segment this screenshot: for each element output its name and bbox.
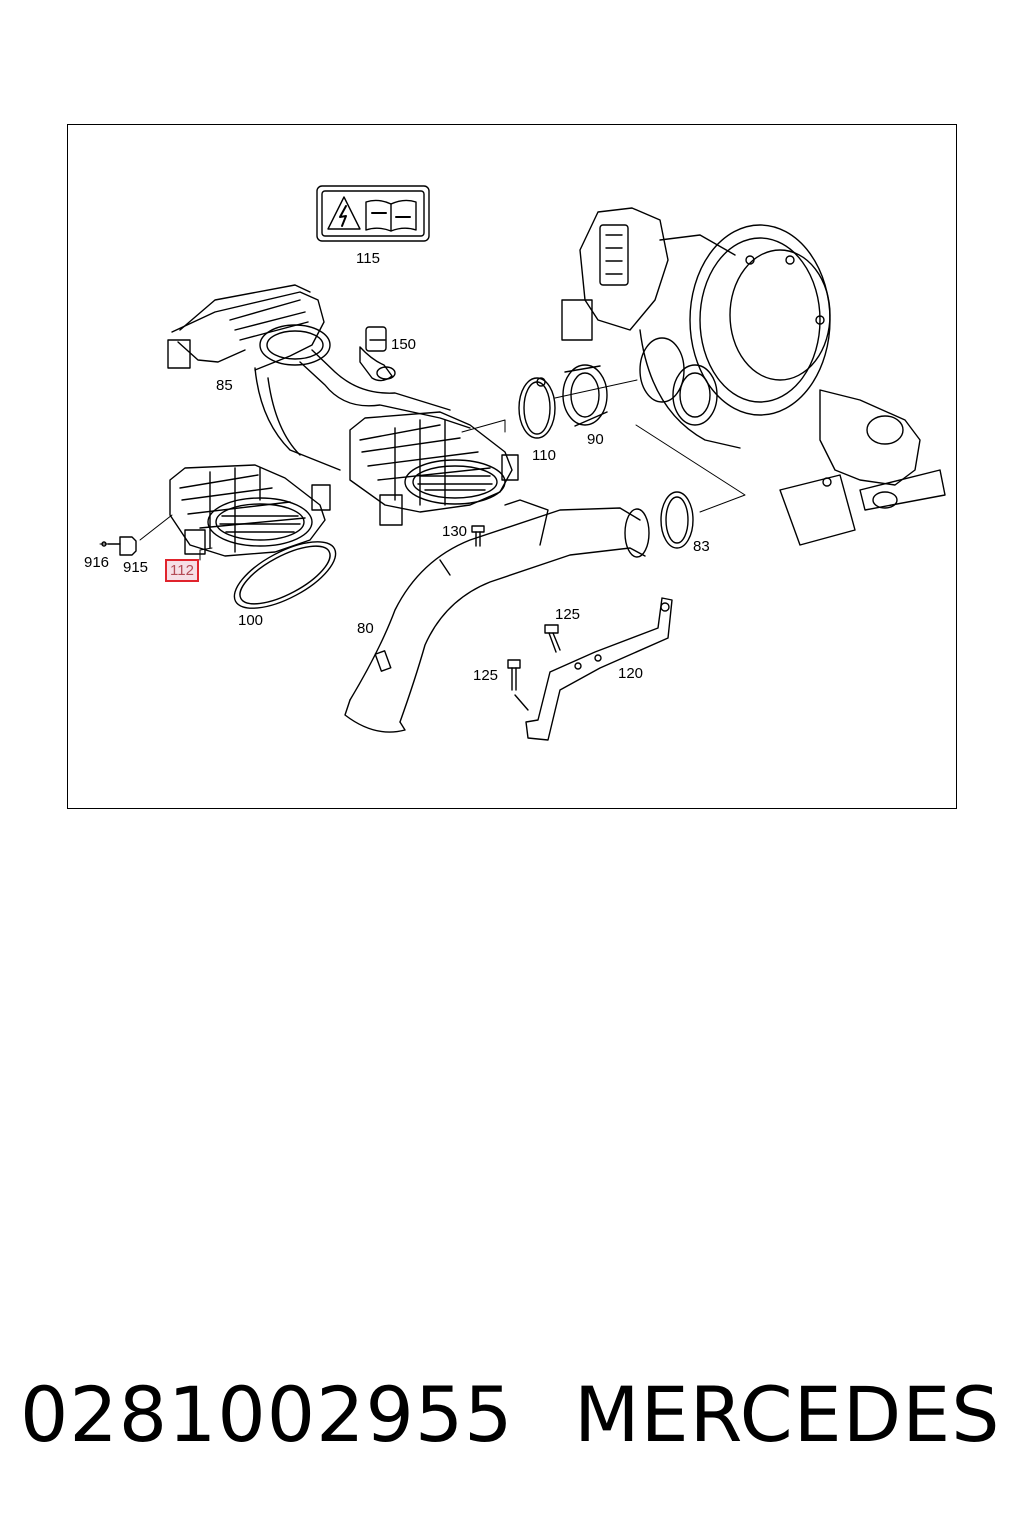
callout-85[interactable]: 85 — [216, 377, 233, 394]
callout-100[interactable]: 100 — [238, 612, 264, 629]
callout-83[interactable]: 83 — [693, 538, 710, 555]
callout-150[interactable]: 150 — [391, 336, 417, 353]
filter-housing-left-part — [169, 464, 331, 557]
charge-pipe-80-part — [344, 499, 650, 733]
callout-916[interactable]: 916 — [84, 554, 110, 571]
callout-110[interactable]: 110 — [532, 447, 556, 464]
leader-lines — [99, 379, 746, 561]
footer-caption: 0281002955 MERCEDES — [0, 1370, 1024, 1470]
callout-80[interactable]: 80 — [357, 620, 374, 637]
clamp-110-part — [518, 377, 556, 439]
callout-125-upper[interactable]: 125 — [555, 606, 581, 623]
connector-915-part — [101, 536, 137, 556]
intake-duct-85-part — [167, 284, 471, 471]
callout-915[interactable]: 915 — [123, 559, 149, 576]
part-number: 0281002955 — [20, 1370, 514, 1459]
turbocharger-part — [561, 207, 946, 546]
sensor-150-part — [359, 326, 396, 382]
bracket-120-part — [525, 597, 673, 741]
brand-name: MERCEDES — [574, 1370, 1001, 1459]
callout-112-highlighted[interactable]: 112 — [165, 559, 199, 582]
callout-115[interactable]: 115 — [356, 250, 380, 267]
ring-90-part — [562, 364, 608, 427]
diagram-frame — [67, 124, 957, 809]
callout-130[interactable]: 130 — [442, 523, 468, 540]
callout-125-lower[interactable]: 125 — [473, 667, 499, 684]
bolt-125-parts — [507, 624, 561, 711]
callout-120[interactable]: 120 — [618, 665, 644, 682]
seal-83-part — [660, 491, 694, 549]
parts-drawing — [99, 185, 946, 741]
filter-housing-right-part — [349, 411, 519, 526]
callout-90[interactable]: 90 — [587, 431, 604, 448]
bolt-130-part — [471, 525, 485, 547]
gasket-100-part — [233, 541, 337, 609]
warning-label-part — [316, 185, 430, 242]
